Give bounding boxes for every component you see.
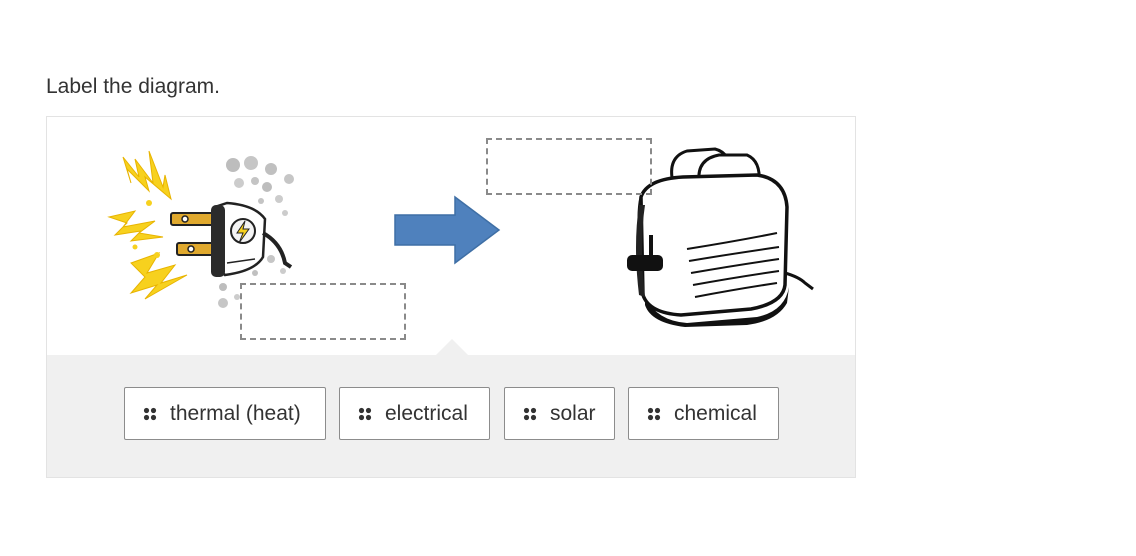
- diagram-scene: [47, 117, 857, 355]
- tray-pointer: [436, 339, 468, 355]
- toaster-icon: [627, 147, 814, 327]
- label-chip-text: chemical: [674, 401, 757, 425]
- electric-plug-icon: [107, 150, 294, 308]
- label-chip-solar[interactable]: solar: [504, 387, 615, 440]
- drop-zone-top[interactable]: [486, 138, 652, 195]
- drag-handle-icon: [523, 407, 537, 420]
- label-chip-text: thermal (heat): [170, 401, 301, 425]
- diagram-panel: thermal (heat) electrical solar: [46, 116, 856, 478]
- label-chip-text: electrical: [385, 401, 468, 425]
- label-chip-electrical[interactable]: electrical: [339, 387, 490, 440]
- drop-zone-bottom[interactable]: [240, 283, 406, 340]
- instruction-text: Label the diagram.: [46, 75, 220, 98]
- right-arrow-icon: [394, 195, 501, 265]
- label-tray: thermal (heat) electrical solar: [47, 339, 855, 477]
- drag-handle-icon: [358, 407, 372, 420]
- drag-handle-icon: [647, 407, 661, 420]
- label-chip-chemical[interactable]: chemical: [628, 387, 779, 440]
- drag-handle-icon: [143, 407, 157, 420]
- label-chip-text: solar: [550, 401, 596, 425]
- label-chip-thermal[interactable]: thermal (heat): [124, 387, 326, 440]
